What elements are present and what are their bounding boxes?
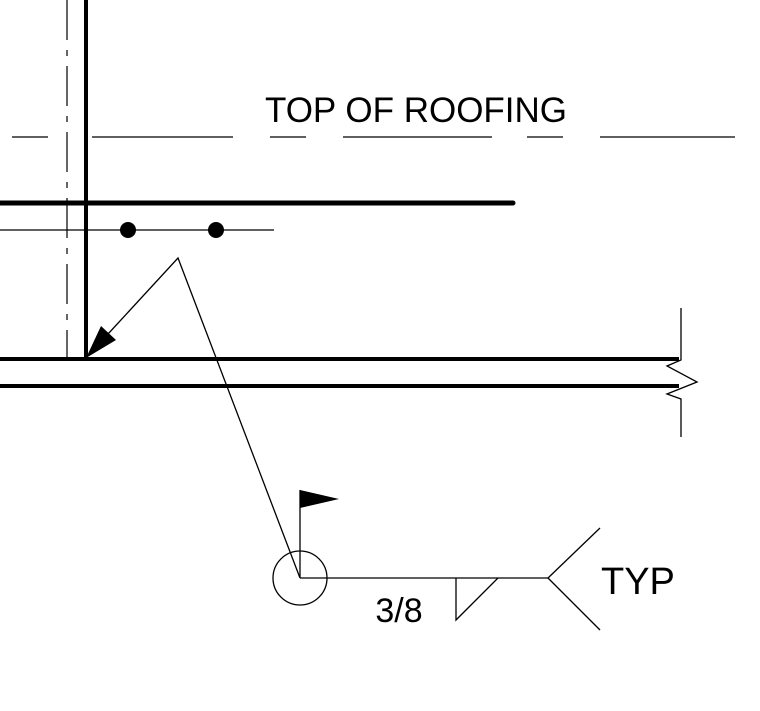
bolt-dot bbox=[120, 222, 136, 238]
top-of-roofing-label: TOP OF ROOFING bbox=[265, 91, 567, 130]
bolt-dot bbox=[208, 222, 224, 238]
weld-size-label: 3/8 bbox=[375, 592, 422, 630]
weld-tail-upper bbox=[547, 527, 601, 579]
weld-tail-lower bbox=[547, 577, 601, 631]
field-weld-flag-icon bbox=[300, 490, 339, 508]
leader-line bbox=[107, 256, 301, 579]
fillet-weld-icon bbox=[455, 577, 499, 622]
tail-note-label: TYP bbox=[601, 561, 675, 603]
break-line bbox=[665, 308, 699, 437]
leader-arrowhead bbox=[86, 326, 116, 358]
